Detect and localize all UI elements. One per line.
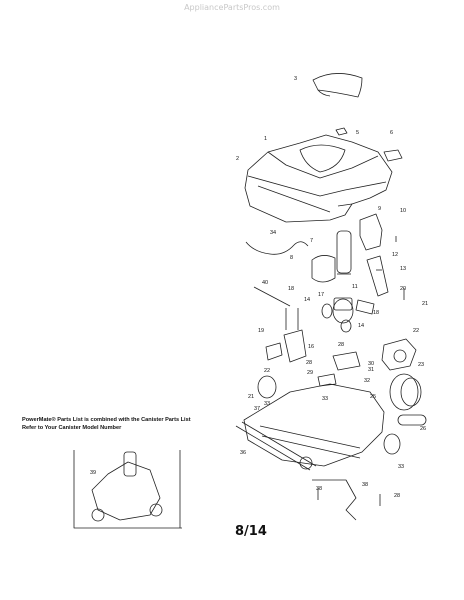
callout-3: 3 <box>294 76 297 82</box>
callout-33b: 33 <box>322 396 328 402</box>
callout-13: 13 <box>400 266 406 272</box>
callout-22: 20 <box>400 286 406 292</box>
part-26-roller <box>389 373 422 411</box>
callout-28c: 28 <box>394 493 400 499</box>
part-12-13-pedal <box>366 255 389 297</box>
callout-14b: 14 <box>358 323 364 329</box>
screws <box>317 236 405 506</box>
part-6-block <box>383 149 403 162</box>
parts-list-note: PowerMate® Parts List is combined with t… <box>22 416 207 432</box>
callout-33c: 33 <box>398 464 404 470</box>
callout-27: 26 <box>420 426 426 432</box>
callout-28b: 28 <box>306 360 312 366</box>
callout-35: 37 <box>254 406 260 412</box>
callout-21: 22 <box>264 368 270 374</box>
part-16 <box>355 299 375 315</box>
callout-39: 39 <box>90 470 96 476</box>
callout-30: 30 <box>368 361 374 367</box>
callout-18: 18 <box>288 286 294 292</box>
callout-36: 38 <box>316 486 322 492</box>
part-3-top-cover <box>312 73 363 98</box>
watermark: AppliancePartsPros.com <box>184 3 280 12</box>
part-33-wheels <box>257 375 401 455</box>
callout-32: 32 <box>364 378 370 384</box>
part-17-19-block <box>265 308 307 363</box>
callout-23: 21 <box>422 301 428 307</box>
callout-6: 6 <box>390 130 393 136</box>
callout-28: 28 <box>338 342 344 348</box>
callout-16: 18 <box>373 310 379 316</box>
callout-40: 40 <box>262 280 268 286</box>
part-35-base <box>243 383 385 467</box>
part-9-bracket <box>359 213 383 251</box>
part-7-8-duct <box>311 230 352 283</box>
callout-7: 7 <box>310 238 313 244</box>
callout-31: 31 <box>368 367 374 373</box>
callout-20: 21 <box>248 394 254 400</box>
part-1-2-housing <box>244 134 393 223</box>
callout-37: 38 <box>362 482 368 488</box>
part-38-cord <box>245 241 309 255</box>
callout-14: 14 <box>304 297 310 303</box>
part-34-brush <box>235 421 317 471</box>
note-line-2: Refer to Your Canister Model Number <box>22 425 122 431</box>
part-14-15-wheels <box>321 297 354 333</box>
callout-2: 2 <box>236 156 239 162</box>
part-24-25-motor <box>381 338 417 371</box>
callout-25: 23 <box>418 362 424 368</box>
page-number: 8/14 <box>235 524 267 539</box>
part-40-rod <box>253 286 291 307</box>
part-30-32-items <box>317 351 361 387</box>
callout-numbers: 3 5 6 1 2 9 10 34 7 8 12 11 13 40 18 17 … <box>90 76 428 499</box>
part-37-crank <box>312 479 357 521</box>
note-line-1: PowerMate® Parts List is combined with t… <box>22 417 191 423</box>
callout-12: 12 <box>392 252 398 258</box>
callout-34: 36 <box>240 450 246 456</box>
callout-15: 17 <box>318 292 324 298</box>
inset-box <box>73 450 182 529</box>
callout-5: 5 <box>356 130 359 136</box>
part-5-clip <box>335 127 348 136</box>
callout-18b: 19 <box>258 328 264 334</box>
callout-10: 10 <box>400 208 406 214</box>
callout-8: 8 <box>290 255 293 261</box>
callout-29: 29 <box>307 370 313 376</box>
callout-9: 9 <box>378 206 381 212</box>
callout-1: 1 <box>264 136 267 142</box>
part-27-belt <box>397 414 427 426</box>
callout-11: 11 <box>352 284 358 290</box>
callout-38: 34 <box>270 230 276 236</box>
callout-26: 25 <box>370 394 376 400</box>
callout-33: 33 <box>264 401 270 407</box>
callout-24: 22 <box>413 328 419 334</box>
callout-17: 16 <box>308 344 314 350</box>
